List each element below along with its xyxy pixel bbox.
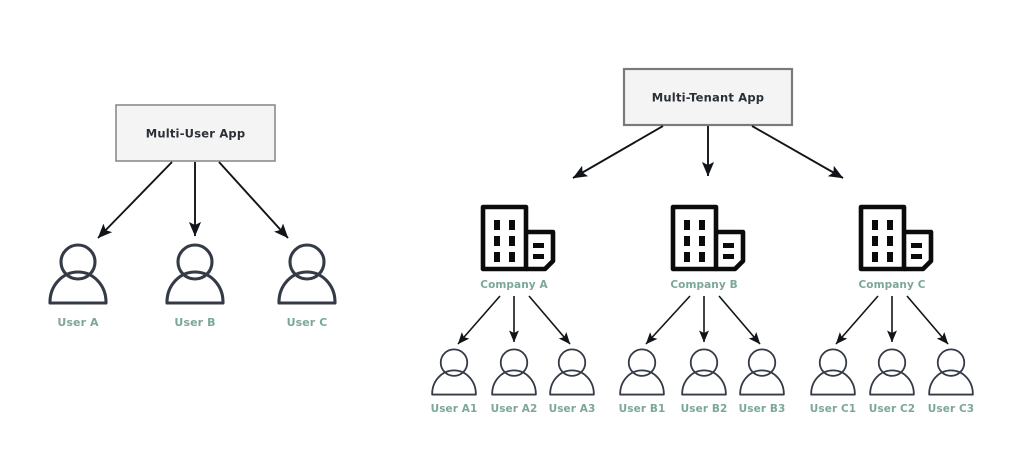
- user-node-c[interactable]: User C: [277, 243, 337, 329]
- company-a-label: Company A: [480, 279, 548, 291]
- connector-app-to-user-a: [97, 161, 173, 239]
- multi-tenant-app-box[interactable]: [622, 67, 794, 127]
- connector-company-a-to-user-a3: [528, 295, 571, 345]
- user-a2-label: User A2: [491, 403, 538, 415]
- user-a3-label: User A3: [549, 403, 596, 415]
- person-icon: [739, 348, 785, 396]
- multi-user-app-label: Multi-User App: [146, 127, 246, 141]
- connector-company-b-to-user-b1: [645, 295, 691, 345]
- panel-multi-tenant: Multi-Tenant App: [431, 67, 974, 415]
- connector-company-a-to-user-a1: [457, 295, 501, 345]
- user-node-a3[interactable]: User A3: [549, 348, 596, 415]
- person-icon: [549, 348, 595, 396]
- user-node-b3[interactable]: User B3: [739, 348, 786, 415]
- user-node-b[interactable]: User B: [165, 243, 225, 329]
- company-a-user-connectors: [457, 295, 571, 345]
- company-node-a[interactable]: Company A: [480, 204, 556, 291]
- connector-app-to-user-c: [218, 161, 289, 239]
- multi-tenant-app-node[interactable]: Multi-Tenant App: [622, 67, 794, 127]
- user-b3-label: User B3: [739, 403, 786, 415]
- building-icon: [670, 204, 746, 272]
- connector-company-c-to-user-c3: [906, 295, 949, 345]
- company-c-user-connectors: [835, 295, 949, 345]
- user-c-label: User C: [287, 316, 328, 329]
- user-b1-label: User B1: [619, 403, 666, 415]
- multi-user-app-box[interactable]: [115, 104, 276, 162]
- user-node-b1[interactable]: User B1: [619, 348, 666, 415]
- person-icon: [48, 243, 108, 305]
- person-icon: [681, 348, 727, 396]
- user-a-label: User A: [57, 316, 99, 329]
- user-node-a1[interactable]: User A1: [431, 348, 478, 415]
- person-icon: [491, 348, 537, 396]
- connector-company-c-to-user-c1: [835, 295, 879, 345]
- person-icon: [431, 348, 477, 396]
- panel-multi-user: Multi-User App User A User B User C: [48, 104, 337, 329]
- person-icon: [810, 348, 856, 396]
- building-icon: [858, 204, 934, 272]
- user-node-c1[interactable]: User C1: [810, 348, 856, 415]
- user-node-c2[interactable]: User C2: [869, 348, 915, 415]
- person-icon: [928, 348, 974, 396]
- user-node-a2[interactable]: User A2: [491, 348, 538, 415]
- user-c1-label: User C1: [810, 403, 856, 415]
- company-node-c[interactable]: Company C: [858, 204, 934, 291]
- company-b-user-connectors: [645, 295, 761, 345]
- connector-company-b-to-user-b3: [718, 295, 761, 345]
- person-icon: [619, 348, 665, 396]
- person-icon: [277, 243, 337, 305]
- company-b-label: Company B: [670, 279, 737, 291]
- user-node-c3[interactable]: User C3: [928, 348, 974, 415]
- building-icon: [480, 204, 556, 272]
- user-node-a[interactable]: User A: [48, 243, 108, 329]
- company-c-label: Company C: [858, 279, 925, 291]
- company-node-b[interactable]: Company B: [670, 204, 746, 291]
- connector-app-to-company-a: [572, 125, 664, 179]
- multi-user-connectors: [97, 161, 289, 239]
- user-node-b2[interactable]: User B2: [681, 348, 728, 415]
- multi-tenant-app-label: Multi-Tenant App: [652, 91, 764, 105]
- user-c3-label: User C3: [928, 403, 974, 415]
- connector-app-to-company-c: [751, 125, 844, 179]
- user-a1-label: User A1: [431, 403, 478, 415]
- person-icon: [869, 348, 915, 396]
- person-icon: [165, 243, 225, 305]
- multi-user-app-node[interactable]: Multi-User App: [115, 104, 276, 162]
- user-b-label: User B: [174, 316, 215, 329]
- multi-tenant-connectors: [572, 125, 844, 179]
- user-b2-label: User B2: [681, 403, 728, 415]
- user-c2-label: User C2: [869, 403, 915, 415]
